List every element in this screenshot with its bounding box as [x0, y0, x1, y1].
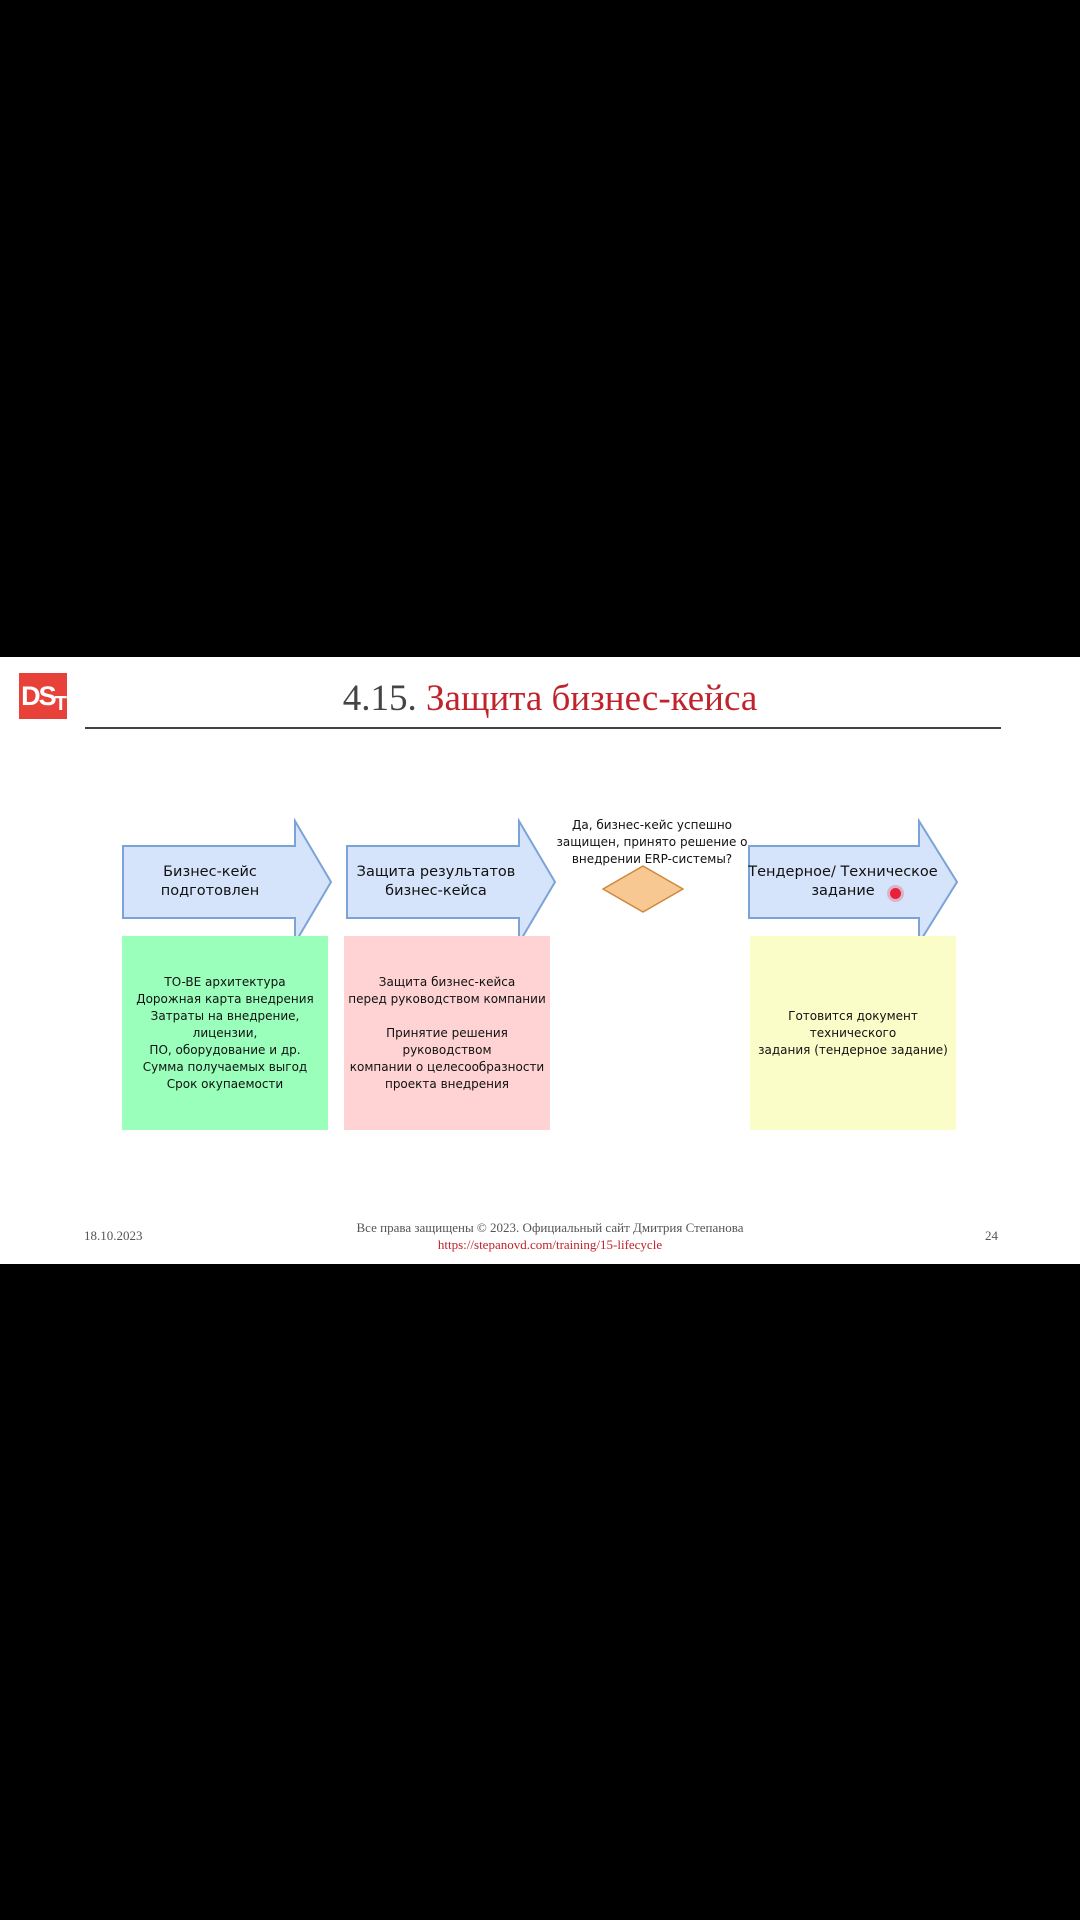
- process-arrow-2: Защита результатов бизнес-кейса: [346, 817, 557, 947]
- arrow-shape-1: [122, 817, 333, 947]
- footer-page-number: 24: [985, 1228, 998, 1243]
- footer-date: 18.10.2023: [84, 1228, 143, 1243]
- title-divider: [85, 727, 1001, 729]
- arrow-label-3: Тендерное/ Техническое задание: [748, 864, 938, 899]
- info-box-yellow: Готовится документ технического задания …: [750, 936, 956, 1130]
- footer-copyright: Все права защищены © 2023. Официальный с…: [356, 1220, 744, 1235]
- dst-logo: DST: [19, 673, 67, 719]
- decision-question: Да, бизнес-кейс успешно защищен, принято…: [556, 818, 748, 866]
- footer-center: Все права защищены © 2023. Официальный с…: [340, 1219, 760, 1253]
- logo-letters: DS: [21, 681, 56, 711]
- arrow-label-2: Защита результатов бизнес-кейса: [356, 864, 516, 899]
- slide-title: 4.15. Защита бизнес-кейса: [0, 677, 1080, 721]
- laser-pointer-dot: [890, 888, 901, 899]
- slide-title-text: Защита бизнес-кейса: [426, 678, 758, 719]
- arrow-label-1: Бизнес-кейс подготовлен: [160, 864, 260, 899]
- slide-title-number: 4.15.: [342, 678, 417, 719]
- logo-letter-sub: T: [54, 693, 67, 715]
- info-box-pink: Защита бизнес-кейса перед руководством к…: [344, 936, 550, 1130]
- arrow-shape-2: [346, 817, 557, 947]
- presentation-slide: DST 4.15. Защита бизнес-кейса Бизнес-кей…: [0, 657, 1080, 1264]
- arrow-shape-3: [748, 817, 959, 947]
- process-arrow-1: Бизнес-кейс подготовлен: [122, 817, 333, 947]
- decision-diamond: [602, 865, 684, 913]
- footer-link[interactable]: https://stepanovd.com/training/15-lifecy…: [437, 1237, 663, 1252]
- process-arrow-3: Тендерное/ Техническое задание: [748, 817, 959, 947]
- info-box-green: TO-BE архитектура Дорожная карта внедрен…: [122, 936, 328, 1130]
